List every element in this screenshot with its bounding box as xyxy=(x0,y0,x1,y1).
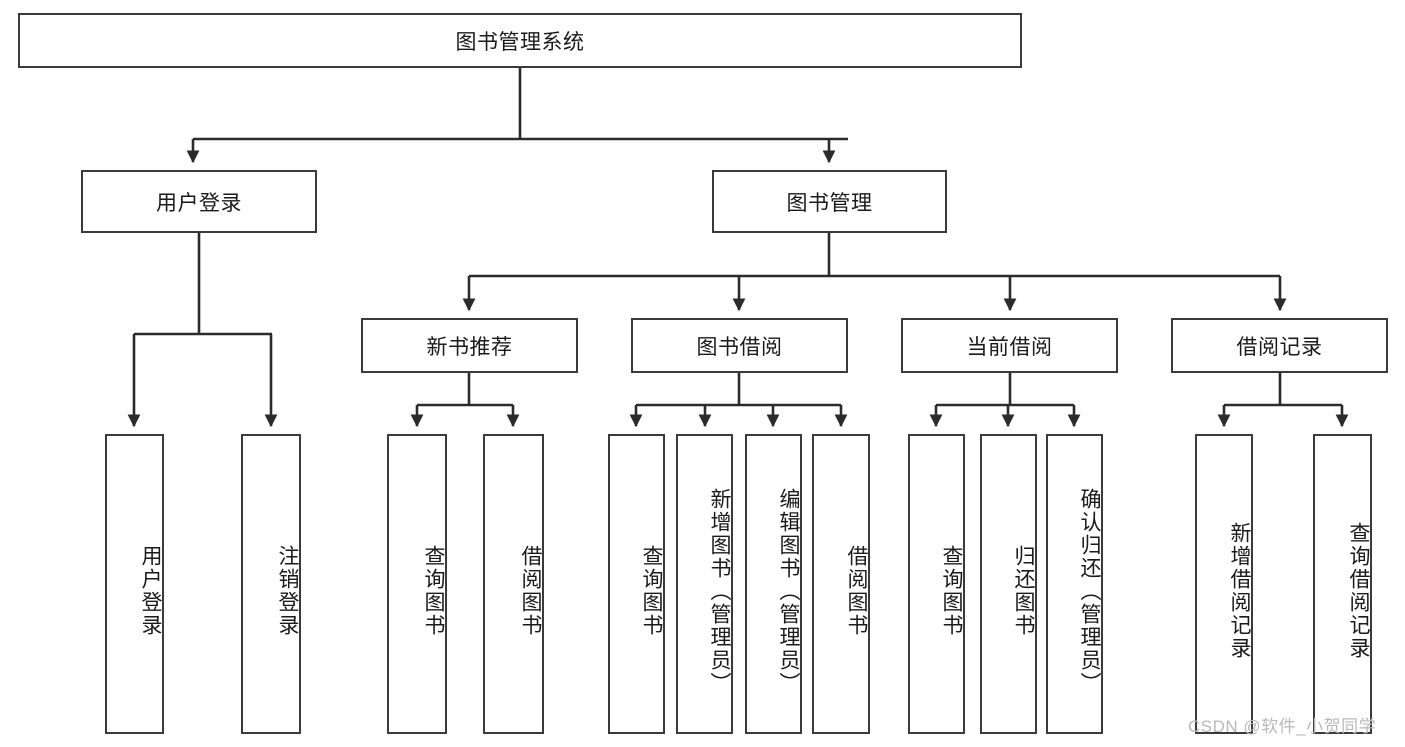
node-leaf-query-book-current[interactable]: 查询图书 xyxy=(908,434,965,734)
node-root-label: 图书管理系统 xyxy=(455,30,585,54)
csdn-watermark: CSDN @软件_小贺同学 xyxy=(1188,717,1377,736)
node-leaf-add-borrow-record[interactable]: 新增借阅记录 xyxy=(1195,434,1253,734)
node-leaf-user-login-label: 用户登录 xyxy=(139,545,162,637)
node-leaf-borrow-book-recommend-label: 借阅图书 xyxy=(519,545,542,637)
node-leaf-logout-label: 注销登录 xyxy=(276,545,299,637)
node-book-borrow[interactable]: 图书借阅 xyxy=(631,318,848,373)
node-leaf-query-borrow-record-label: 查询借阅记录 xyxy=(1347,522,1370,660)
node-leaf-query-book-recommend[interactable]: 查询图书 xyxy=(387,434,447,734)
node-leaf-confirm-return-admin-label: 确认归还（管理员） xyxy=(1078,487,1101,695)
node-book-management[interactable]: 图书管理 xyxy=(712,170,947,233)
node-leaf-borrow-book-label: 借阅图书 xyxy=(845,545,868,637)
node-leaf-borrow-book-recommend[interactable]: 借阅图书 xyxy=(483,434,544,734)
node-leaf-query-book-current-label: 查询图书 xyxy=(940,545,963,637)
node-current-borrow-label: 当前借阅 xyxy=(966,335,1053,359)
node-new-book-recommend-label: 新书推荐 xyxy=(426,335,513,359)
node-leaf-return-book[interactable]: 归还图书 xyxy=(980,434,1037,734)
node-borrow-record-label: 借阅记录 xyxy=(1236,335,1323,359)
node-current-borrow[interactable]: 当前借阅 xyxy=(901,318,1118,373)
node-root[interactable]: 图书管理系统 xyxy=(18,13,1022,68)
node-borrow-record[interactable]: 借阅记录 xyxy=(1171,318,1388,373)
node-leaf-query-borrow-record[interactable]: 查询借阅记录 xyxy=(1313,434,1372,734)
node-leaf-edit-book-admin[interactable]: 编辑图书（管理员） xyxy=(745,434,802,734)
node-leaf-add-book-admin[interactable]: 新增图书（管理员） xyxy=(676,434,733,734)
node-leaf-query-book-recommend-label: 查询图书 xyxy=(422,545,445,637)
node-book-borrow-label: 图书借阅 xyxy=(696,335,783,359)
node-user-login-label: 用户登录 xyxy=(156,191,242,215)
node-leaf-confirm-return-admin[interactable]: 确认归还（管理员） xyxy=(1046,434,1103,734)
node-book-management-label: 图书管理 xyxy=(786,191,873,215)
node-user-login[interactable]: 用户登录 xyxy=(81,170,317,233)
node-leaf-return-book-label: 归还图书 xyxy=(1012,545,1035,637)
node-leaf-edit-book-admin-label: 编辑图书（管理员） xyxy=(777,487,800,695)
node-leaf-logout[interactable]: 注销登录 xyxy=(241,434,301,734)
node-leaf-user-login[interactable]: 用户登录 xyxy=(105,434,164,734)
node-new-book-recommend[interactable]: 新书推荐 xyxy=(361,318,578,373)
node-leaf-query-book-borrow[interactable]: 查询图书 xyxy=(608,434,665,734)
node-leaf-add-borrow-record-label: 新增借阅记录 xyxy=(1228,522,1251,660)
node-leaf-query-book-borrow-label: 查询图书 xyxy=(640,545,663,637)
node-leaf-borrow-book[interactable]: 借阅图书 xyxy=(812,434,870,734)
node-leaf-add-book-admin-label: 新增图书（管理员） xyxy=(708,487,731,695)
